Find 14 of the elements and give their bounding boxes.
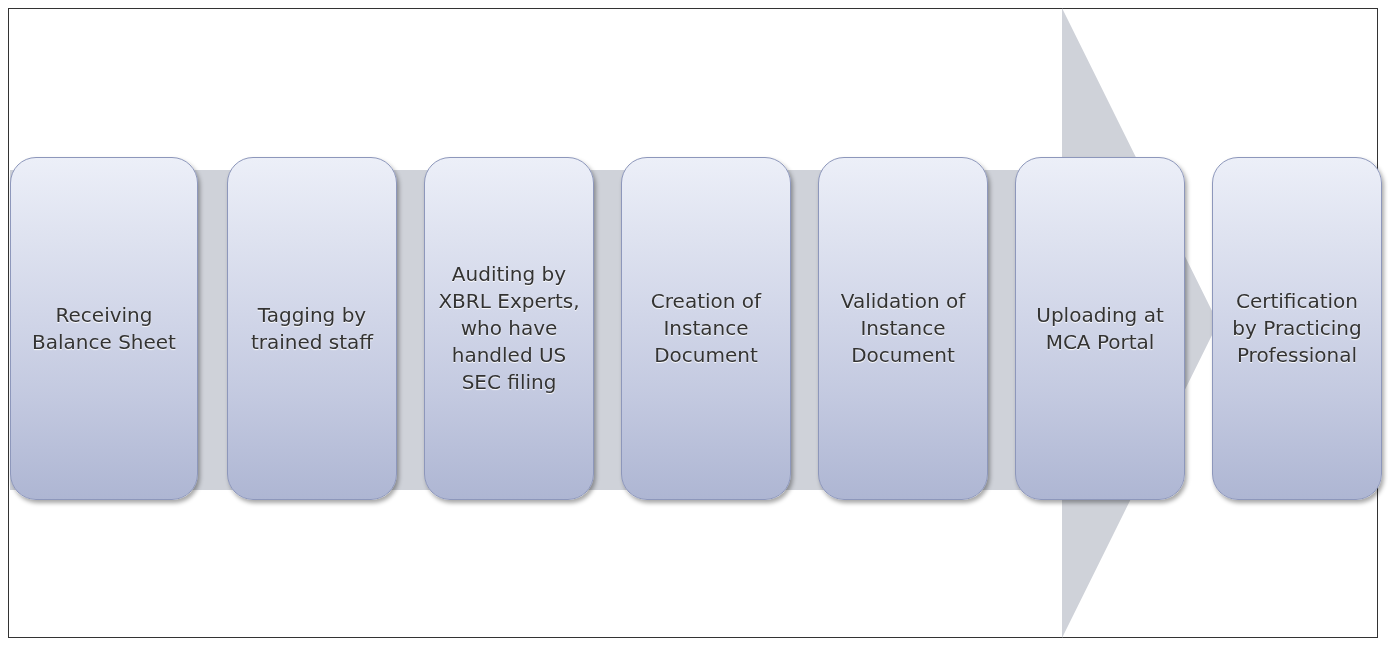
step-label: Creation of Instance Document — [649, 288, 763, 369]
process-box — [424, 157, 594, 500]
step-label: Validation of Instance Document — [839, 288, 967, 369]
step-label: Uploading at MCA Portal — [1035, 301, 1165, 356]
process-box — [1015, 157, 1185, 500]
process-box — [621, 157, 791, 500]
process-box — [818, 157, 988, 500]
process-box — [1212, 157, 1382, 500]
process-box — [10, 157, 198, 500]
process-box — [227, 157, 397, 500]
step-label: Certification by Practicing Professional — [1231, 288, 1363, 369]
step-label: Auditing by XBRL Experts, who have handled US SEC filing — [437, 261, 581, 396]
step-label: Receiving Balance Sheet — [31, 301, 177, 356]
step-label: Tagging by trained staff — [249, 301, 375, 356]
